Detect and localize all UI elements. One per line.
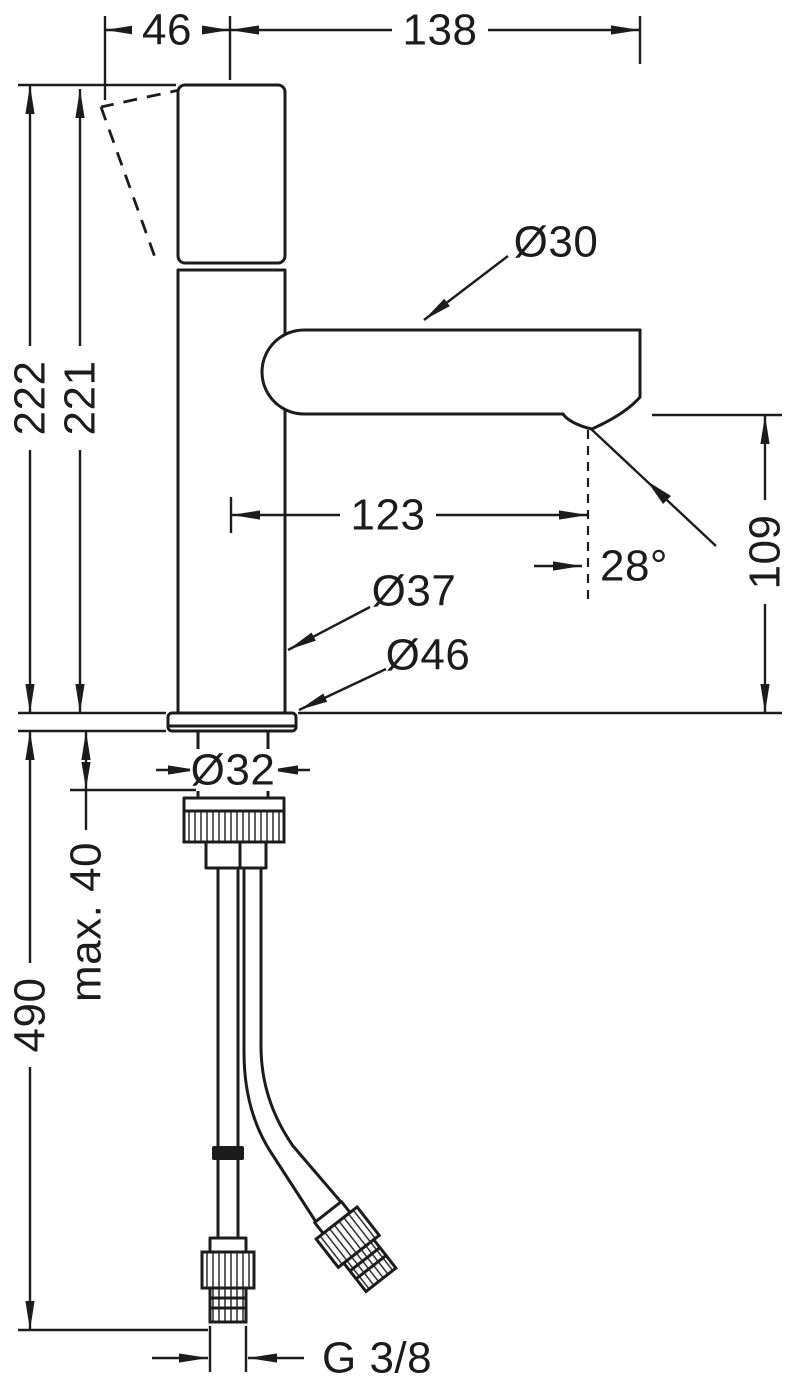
dim-diameter-46: Ø46 — [298, 631, 471, 712]
spout-left-cap — [260, 328, 306, 416]
hose-connector-straight — [200, 1236, 256, 1324]
dim-diameter-32: Ø32 — [156, 746, 310, 795]
spout-outlet-lip — [561, 395, 642, 431]
dim-label-109: 109 — [741, 515, 790, 590]
spout-body — [262, 330, 640, 429]
mounting-washer — [182, 796, 286, 813]
dim-label-max-40: max. 40 — [62, 842, 111, 1002]
faucet-outline — [99, 83, 642, 1324]
dim-g38: G 3/8 — [152, 1326, 432, 1383]
dim-angle-28: 28° — [534, 427, 717, 602]
dim-123: 123 — [229, 491, 588, 540]
handle-dashed-position — [99, 87, 185, 264]
dim-46-138: 46 138 — [103, 6, 642, 100]
dim-label-221: 221 — [56, 361, 105, 436]
spray-angle-arrow — [647, 481, 671, 504]
dim-label-g38: G 3/8 — [322, 1334, 432, 1383]
handle — [176, 83, 287, 265]
dim-label-diameter-30: Ø30 — [514, 218, 599, 267]
dim-490: 490 — [6, 731, 208, 1332]
dim-max-40: max. 40 — [18, 729, 196, 1014]
hose-connector-angled — [313, 1200, 399, 1294]
dimension-annotations: 46 138 222 221 109 — [6, 6, 790, 1383]
dim-109: 109 — [298, 413, 790, 715]
dim-label-diameter-37: Ø37 — [372, 567, 457, 616]
dim-label-138: 138 — [403, 6, 478, 55]
dim-label-diameter-46: Ø46 — [386, 631, 471, 680]
dim-label-46: 46 — [142, 6, 192, 55]
dim-222-221: 222 221 — [6, 83, 176, 715]
hose-band — [212, 1146, 244, 1160]
base-plate — [166, 711, 298, 733]
mounting-nut — [182, 809, 286, 844]
dim-label-490: 490 — [6, 978, 55, 1053]
dim-label-angle-28: 28° — [600, 542, 668, 591]
dim-label-123: 123 — [351, 491, 426, 540]
hose-fitting-block — [204, 840, 268, 870]
supply-hose-angled — [242, 866, 343, 1224]
dim-diameter-37: Ø37 — [287, 567, 457, 652]
dim-diameter-30: Ø30 — [423, 218, 599, 321]
supply-hose-straight — [216, 866, 240, 1240]
dim-label-222: 222 — [6, 361, 55, 436]
body-column — [176, 268, 287, 715]
dim-label-diameter-32: Ø32 — [191, 746, 276, 795]
